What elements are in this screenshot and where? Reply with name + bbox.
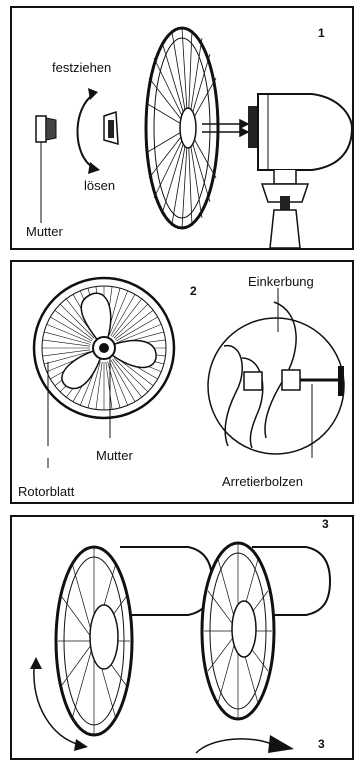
rotor-blade-label: Rotorblatt	[18, 484, 74, 499]
step-number-top: 3	[322, 517, 329, 531]
locking-bolt-detail-drawing	[208, 288, 344, 458]
locking-bolt-label: Arretierbolzen	[222, 474, 303, 489]
step-2-panel: 2 Einkerbung Mutter Arretierbolzen Rotor…	[10, 260, 354, 504]
nut-label: Mutter	[96, 448, 133, 463]
fan-rotated-drawing	[196, 543, 330, 753]
motor-housing-drawing	[248, 94, 352, 248]
step-number: 2	[190, 284, 197, 298]
step-3-panel: 3 3	[10, 515, 354, 760]
step-1-illustration	[12, 8, 352, 248]
nut-drawing	[36, 116, 56, 223]
step-number: 1	[318, 26, 325, 40]
nut-label: Mutter	[26, 224, 63, 239]
fan-front-view-drawing	[34, 278, 174, 446]
loosen-label: lösen	[84, 178, 115, 193]
spinner-cap-drawing	[104, 112, 118, 144]
tighten-label: festziehen	[52, 60, 111, 75]
notch-label: Einkerbung	[248, 274, 314, 289]
rotation-arrow-icon	[78, 88, 101, 174]
fan-grille-drawing	[146, 28, 218, 228]
step-1-panel: 1 festziehen lösen Mutter	[10, 6, 354, 250]
fan-tilted-drawing	[30, 547, 212, 751]
step-number-bottom: 3	[318, 737, 325, 751]
step-3-illustration	[12, 517, 352, 758]
step-2-illustration	[12, 262, 352, 502]
